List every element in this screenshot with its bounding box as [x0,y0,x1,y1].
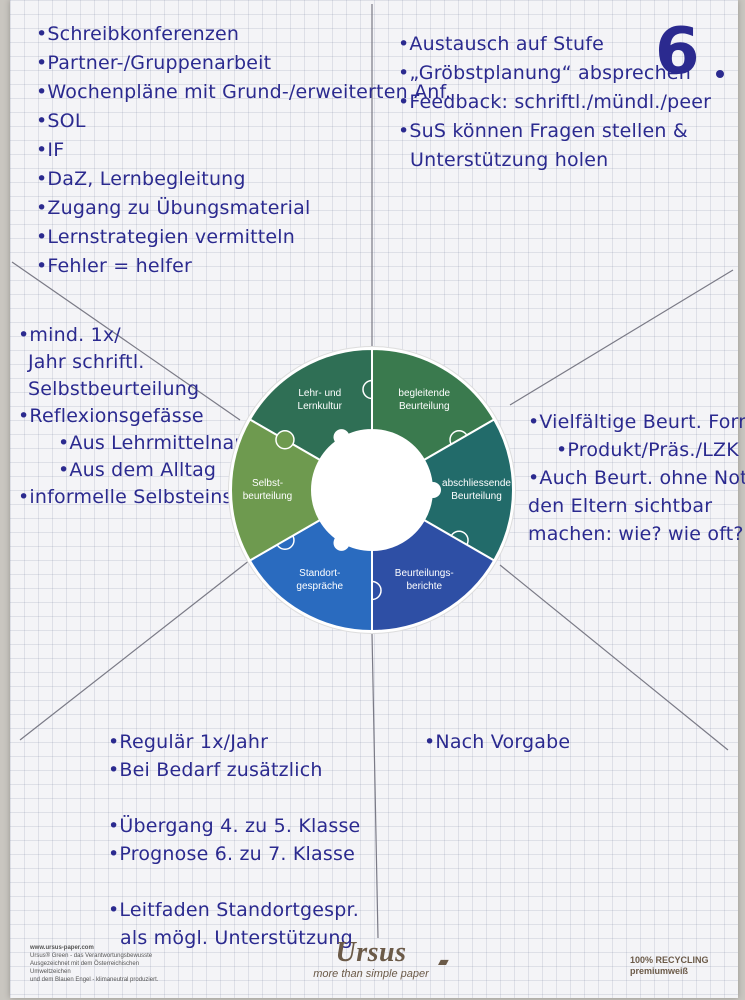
note-line: machen: wie? wie oft? [528,523,744,545]
note-line: •Nach Vorgabe [424,731,571,753]
note-line: •Regulär 1x/Jahr [108,731,269,753]
wheel-center [314,432,430,548]
wheel-segment [422,418,514,562]
logo-tagline: more than simple paper [313,968,429,980]
note-line: Unterstützung holen [410,149,609,171]
wheel-label: Selbst-beurteilung [223,477,313,503]
footer-line-3: und dem Blauen Engel - klimaneutral prod… [30,977,159,983]
note-line: •informelle Selbsteinsch. [18,486,262,508]
notes-left: •mind. 1x/Jahr schriftl. Selbstbeurteilun… [18,322,267,511]
paper-footer-right: 100% RECYCLING premiumweiß [630,955,709,977]
note-line: •Zugang zu Übungsmaterial [36,197,311,219]
bear-icon: ▰ [438,954,449,970]
note-line: •mind. 1x/ [18,324,121,346]
note-line [108,784,360,812]
note-line: •Auch Beurt. ohne Note [528,467,745,489]
note-line: •Partner-/Gruppenarbeit [36,52,272,74]
notes-bottom-left: •Regulär 1x/Jahr •Bei Bedarf zusätzlich •… [108,728,360,952]
footer-line-2: Ausgezeichnet mit dem Österreichischen U… [30,961,140,975]
paper-footer-left: www.ursus-paper.com Ursus® Green - das V… [30,944,160,984]
note-line: als mögl. Unterstützung [120,927,353,949]
note-line: •SuS können Fragen stellen & [398,120,688,142]
note-line: den Eltern sichtbar [528,495,713,517]
notes-top-left: •Schreibkonferenzen •Partner-/Gruppenarbe… [36,20,451,281]
wheel-label-line-2: Beurteilung [451,491,502,502]
note-line: •Übergang 4. zu 5. Klasse [108,815,361,837]
note-line: •Austausch auf Stufe [398,33,605,55]
wheel-label-line-1: abschliessende [442,478,511,489]
wheel-label-line-2: Lernkultur [297,400,342,412]
note-line: •Fehler = helfer [36,255,193,277]
footer-right-2: premiumweiß [630,966,689,976]
wheel-label-line-2: beurteilung [242,491,293,502]
note-line: •„Gröbstplanung“ absprechen [398,62,691,84]
wheel-segment [230,418,322,562]
wheel-segment [371,518,496,633]
wheel-label-line-1: begleitende [398,387,451,399]
note-line: •Produkt/Präs./LZK [556,439,739,461]
wheel-label: Standort-gespräche [275,567,365,593]
note-line: Selbstbeurteilung [28,378,200,400]
note-line [108,868,360,896]
notes-right: •Vielfältige Beurt. Form. •Produkt/Präs./… [528,408,745,548]
note-line: Jahr schriftl. [28,351,145,373]
note-line: •DaZ, Lernbegleitung [36,168,246,190]
note-line: •Schreibkonferenzen [36,23,240,45]
notes-bottom-right: •Nach Vorgabe [424,728,570,757]
ursus-logo: Ursus more than simple paper [306,937,436,981]
note-line: •Feedback: schriftl./mündl./peer [398,91,712,113]
wheel-label-line-1: Selbst- [251,478,284,489]
note-line: •Aus Lehrmittelnauw. [58,432,267,454]
note-line: •Reflexionsgefässe [18,405,204,427]
number-dot [716,70,724,78]
footer-line-1: Ursus® Green - das Verantwortungsbewusst… [30,953,153,959]
wheel-label-line-1: Beurteilungs- [394,568,454,580]
wheel-label-line-1: Lehr- und [298,387,342,399]
footer-url: www.ursus-paper.com [30,945,94,951]
notes-top-right: •Austausch auf Stufe •„Gröbstplanung“ abs… [398,30,711,175]
note-line: •Leitfaden Standortgespr. [108,899,359,921]
note-line: •SOL [36,110,86,132]
note-line: •Wochenpläne mit Grund-/erweiterten Anf. [36,81,452,103]
wheel-svg [230,347,514,633]
note-line: •Prognose 6. zu 7. Klasse [108,843,355,865]
wheel-label: Beurteilungs-berichte [379,567,469,593]
wheel-label-line-2: gespräche [296,581,344,593]
note-line: •Aus dem Alltag [58,459,217,481]
logo-brand: Ursus [335,937,407,968]
footer-right-1: 100% RECYCLING [630,955,709,965]
wheel-label-line-1: Standort- [299,568,341,580]
number-six: 6 [655,15,700,89]
note-line: •IF [36,139,65,161]
wheel-label-line-2: berichte [406,581,443,593]
wheel-label-line-2: Beurteilung [398,400,450,412]
note-line: •Bei Bedarf zusätzlich [108,759,323,781]
puzzle-knob [275,430,295,450]
note-line: •Vielfältige Beurt. Form. [528,411,745,433]
note-line: •Lernstrategien vermitteln [36,226,296,248]
